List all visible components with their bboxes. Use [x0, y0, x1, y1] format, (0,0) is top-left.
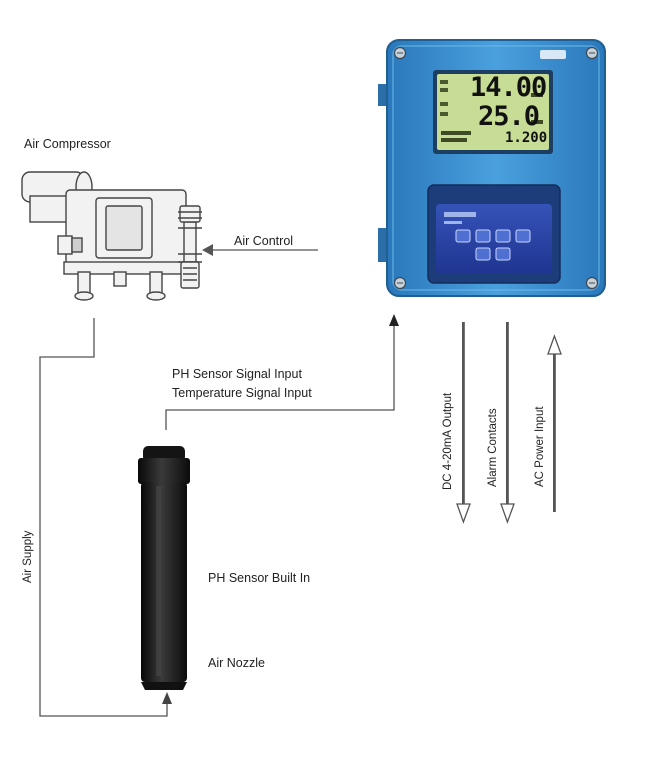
dc-output-label: DC 4-20mA Output — [442, 392, 454, 490]
air-nozzle-label: Air Nozzle — [208, 656, 265, 670]
secondary-readout: 1.200 — [505, 130, 548, 146]
signal-line — [165, 322, 395, 430]
air-compressor-label: Air Compressor — [24, 137, 111, 151]
air-compressor-icon — [21, 171, 202, 301]
lcd-display — [433, 70, 553, 154]
keypad-button-icon — [455, 229, 531, 261]
arrow-up-icon — [547, 334, 562, 512]
arrow-up-icon — [162, 692, 172, 704]
screw-icon — [393, 46, 599, 290]
arrow-down-icon — [456, 322, 471, 524]
brand-badge — [540, 50, 566, 59]
arrow-left-icon — [202, 244, 213, 256]
ph-signal-label: PH Sensor Signal Input — [172, 367, 302, 381]
ac-power-label: AC Power Input — [534, 406, 546, 487]
ph-readout: 14.00 — [470, 72, 547, 103]
arrow-up-icon — [389, 314, 399, 326]
air-control-label: Air Control — [234, 234, 294, 248]
keypad — [427, 184, 561, 284]
ph-built-in-label: PH Sensor Built In — [208, 571, 311, 585]
air-supply-line — [39, 318, 168, 717]
air-supply-label: Air Supply — [22, 530, 34, 583]
temperature-readout: 25.0 — [478, 101, 540, 132]
temperature-signal-label: Temperature Signal Input — [172, 386, 312, 400]
alarm-contacts-label: Alarm Contacts — [487, 408, 499, 487]
ph-sensor-probe — [138, 446, 190, 690]
arrow-down-icon — [500, 322, 515, 524]
